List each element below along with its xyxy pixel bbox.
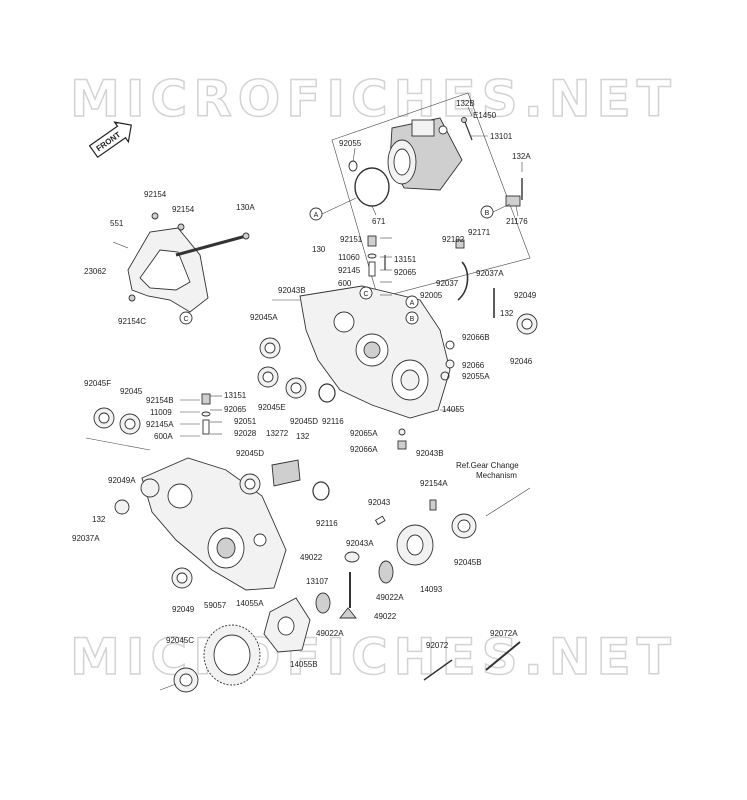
callout-92043B-b: 92043B	[416, 449, 444, 458]
callout-92045E: 92045E	[258, 403, 286, 412]
watermark-bottom: MICROFICHES.NET	[69, 627, 677, 687]
callout-92066B: 92066B	[462, 333, 490, 342]
callout-92037A-l: 92037A	[72, 534, 100, 543]
callout-49022: 49022	[300, 553, 323, 562]
differential-group	[159, 487, 531, 693]
svg-text:B: B	[410, 316, 415, 323]
callout-132A: 132A	[512, 152, 531, 161]
callout-92154-b: 92154	[172, 205, 195, 214]
callout-600A: 600A	[154, 432, 173, 441]
svg-text:A: A	[410, 300, 415, 307]
callout-49022A-a: 49022A	[376, 593, 404, 602]
callout-92151: 92151	[340, 235, 363, 244]
callout-14055B: 14055B	[290, 660, 318, 669]
callout-92066: 92066	[462, 361, 485, 370]
callout-92049A: 92049A	[108, 476, 136, 485]
svg-text:B: B	[485, 210, 490, 217]
callout-92192: 92192	[442, 235, 465, 244]
callout-ref-gear-2: Mechanism	[476, 471, 517, 480]
svg-text:A: A	[314, 212, 319, 219]
callout-92037: 92037	[436, 279, 459, 288]
callout-14093: 14093	[420, 585, 443, 594]
callout-49022A-b: 49022A	[316, 629, 344, 638]
callout-92045D-a: 92045D	[290, 417, 318, 426]
callout-21176: 21176	[506, 217, 528, 226]
callout-92045D-b: 92045D	[236, 449, 264, 458]
callout-132-m: 132	[296, 432, 310, 441]
right-case-group: A B C	[257, 235, 538, 450]
callout-92072A: 92072A	[490, 629, 518, 638]
callout-92154C: 92154C	[118, 317, 146, 326]
left-case-14055A	[141, 457, 287, 591]
callout-92065A: 92065A	[350, 429, 378, 438]
callout-92051: 92051	[234, 417, 257, 426]
callout-92154-a: 92154	[144, 190, 167, 199]
callout-92045B: 92045B	[454, 558, 482, 567]
callout-92154A: 92154A	[420, 479, 448, 488]
callout-ref-gear-1: Ref.Gear Change	[456, 461, 519, 470]
actuator-group: A B	[309, 92, 531, 299]
callout-92171: 92171	[468, 228, 491, 237]
callout-11060: 11060	[338, 253, 360, 262]
callout-11009: 11009	[150, 408, 172, 417]
callout-14055: 14055	[442, 405, 465, 414]
callout-92116-b: 92116	[316, 519, 338, 528]
svg-text:C: C	[183, 316, 188, 323]
callout-23062: 23062	[84, 267, 107, 276]
callout-92043A: 92043A	[346, 539, 374, 548]
callout-13151-a: 13151	[394, 255, 417, 264]
callout-92045: 92045	[120, 387, 143, 396]
callout-92028: 92028	[234, 429, 257, 438]
callout-92049-l: 92049	[172, 605, 195, 614]
callout-92046: 92046	[510, 357, 533, 366]
callout-13151-b: 13151	[224, 391, 247, 400]
callout-92005: 92005	[420, 291, 443, 300]
callout-92065-a: 92065	[394, 268, 417, 277]
callout-132-l: 132	[92, 515, 106, 524]
callout-59057: 59057	[204, 601, 227, 610]
callout-92037A-r: 92037A	[476, 269, 504, 278]
svg-text:C: C	[363, 291, 368, 298]
callout-E1450: E1450	[473, 111, 497, 120]
callout-92055: 92055	[339, 139, 362, 148]
callout-600: 600	[338, 279, 352, 288]
callout-92043B: 92043B	[278, 286, 306, 295]
callout-92043: 92043	[368, 498, 391, 507]
callout-92072: 92072	[426, 641, 449, 650]
watermark-top: MICROFICHES.NET	[69, 69, 677, 129]
o-ring-671	[354, 167, 390, 207]
front-arrow-icon: FRONT	[88, 121, 132, 159]
callout-92065-b: 92065	[224, 405, 247, 414]
callout-92049-r: 92049	[514, 291, 537, 300]
callout-132-r: 132	[500, 309, 514, 318]
leader-lines	[180, 106, 523, 437]
callout-92045F: 92045F	[84, 379, 111, 388]
callout-92145: 92145	[338, 266, 361, 275]
callout-132B: 132B	[456, 99, 475, 108]
callout-13107: 13107	[306, 577, 329, 586]
mount-bracket-group: C	[112, 212, 250, 325]
callout-13272: 13272	[266, 429, 289, 438]
callout-92145A: 92145A	[146, 420, 174, 429]
callout-671: 671	[372, 217, 386, 226]
callout-92055A: 92055A	[462, 372, 490, 381]
callout-92045A: 92045A	[250, 313, 278, 322]
left-case-group	[85, 393, 330, 591]
callout-13101: 13101	[490, 132, 513, 141]
callout-labels: 132B E1450 13101 92055 671 132A 21176 92…	[72, 99, 537, 669]
callout-92045C: 92045C	[166, 636, 194, 645]
callout-92154B: 92154B	[146, 396, 174, 405]
callout-92116-a: 92116	[322, 417, 344, 426]
callout-130: 130	[312, 245, 326, 254]
callout-551: 551	[110, 219, 124, 228]
callout-49022-b: 49022	[374, 612, 397, 621]
callout-130A: 130A	[236, 203, 255, 212]
callout-14055A: 14055A	[236, 599, 264, 608]
callout-92066A: 92066A	[350, 445, 378, 454]
